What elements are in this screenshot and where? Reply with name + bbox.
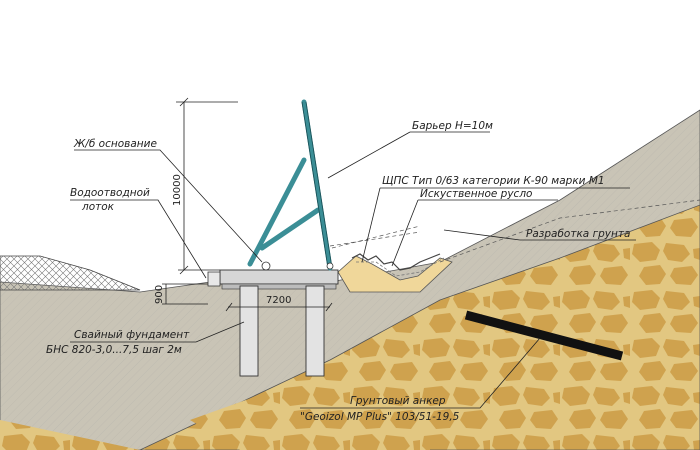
dimension-width [225, 302, 333, 312]
concrete-base [219, 269, 339, 285]
label-excavation: Разработка грунта [526, 228, 630, 240]
label-barrier: Барьер H=10м [412, 120, 493, 132]
dim-width-text: 7200 [266, 295, 291, 306]
barrier-frame [247, 99, 333, 271]
dim-depth-text: 900 [154, 285, 165, 304]
label-drain-tray-1: Водоотводной [70, 187, 150, 199]
excavation-line [329, 199, 700, 263]
label-gravel: ЩПС Тип 0/63 категории К-90 марки М1 [382, 175, 605, 187]
label-base: Ж/б основание [73, 138, 157, 150]
label-artificial-bed: Искуственное русло [420, 188, 532, 200]
label-pile-foundation-2: БНС 820-3,0...7,5 шаг 2м [46, 344, 182, 356]
drain-tray [207, 271, 221, 287]
dim-height-text: 10000 [172, 174, 183, 206]
label-pile-foundation-1: Свайный фундамент [74, 329, 190, 341]
artificial-bed [351, 253, 441, 271]
label-anchor-1: Грунтовый анкер [350, 395, 446, 407]
leader-lines [70, 131, 636, 409]
dimension-depth [162, 283, 208, 305]
pile-left [239, 285, 259, 377]
ground-anchor [464, 310, 624, 361]
gravel-fill [337, 255, 453, 293]
label-drain-tray-2: лоток [81, 201, 115, 213]
pile-right [305, 285, 325, 377]
left-embankment [0, 255, 141, 291]
dimension-height [176, 97, 238, 275]
label-anchor-2: "Geoizol MP Plus" 103/51-19,5 [300, 411, 460, 423]
